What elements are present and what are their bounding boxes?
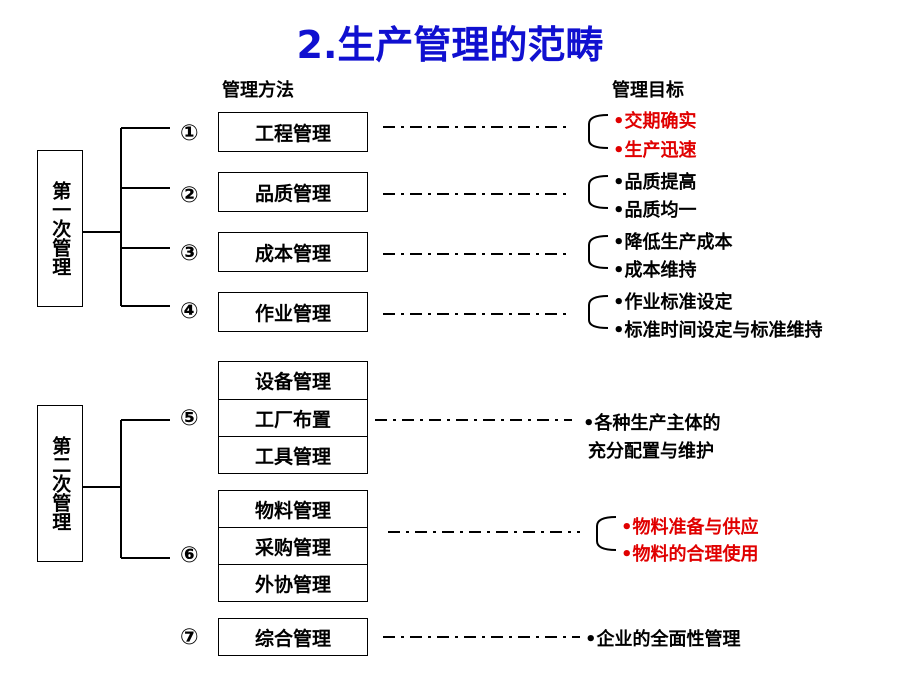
goal-3b: •成本维持 bbox=[613, 260, 697, 281]
goal-2a: •品质提高 bbox=[613, 172, 697, 193]
item-number-2: ② bbox=[180, 183, 199, 208]
item-number-1: ① bbox=[180, 121, 199, 146]
item-number-5: ⑤ bbox=[180, 406, 199, 431]
goal-5b: 充分配置与维护 bbox=[588, 441, 714, 462]
method-box-3: 成本管理 bbox=[218, 232, 368, 272]
item-number-6: ⑥ bbox=[180, 543, 199, 568]
page-title: 2.生产管理的范畴 bbox=[296, 23, 604, 67]
item-number-7: ⑦ bbox=[180, 625, 199, 650]
goal-5a: •各种生产主体的 bbox=[583, 413, 721, 434]
bracket-4 bbox=[588, 295, 609, 329]
goal-1a: •交期确实 bbox=[613, 111, 697, 132]
goal-6b: •物料的合理使用 bbox=[621, 544, 759, 565]
item-number-4: ④ bbox=[180, 299, 199, 324]
goal-4a: •作业标准设定 bbox=[613, 292, 733, 313]
method-box-1: 工程管理 bbox=[218, 112, 368, 152]
method-box-5b: 工厂布置 bbox=[218, 399, 368, 437]
goal-6a: •物料准备与供应 bbox=[621, 517, 759, 538]
bracket-6 bbox=[596, 516, 617, 551]
method-box-6a: 物料管理 bbox=[218, 490, 368, 528]
method-box-2: 品质管理 bbox=[218, 172, 368, 212]
method-box-5c: 工具管理 bbox=[218, 436, 368, 474]
bracket-1 bbox=[588, 114, 609, 149]
goal-header: 管理目标 bbox=[612, 80, 684, 101]
bracket-3 bbox=[588, 235, 609, 269]
method-box-4: 作业管理 bbox=[218, 292, 368, 332]
goal-1b: •生产迅速 bbox=[613, 140, 697, 161]
item-number-3: ③ bbox=[180, 241, 199, 266]
bracket-2 bbox=[588, 175, 609, 209]
goal-7: •企业的全面性管理 bbox=[585, 629, 741, 650]
first-phase-box: 第一次管理 bbox=[37, 150, 83, 307]
method-box-6b: 采购管理 bbox=[218, 527, 368, 565]
goal-3a: •降低生产成本 bbox=[613, 232, 733, 253]
second-phase-box: 第二次管理 bbox=[37, 405, 83, 562]
method-box-5a: 设备管理 bbox=[218, 361, 368, 400]
method-header: 管理方法 bbox=[222, 80, 294, 101]
method-box-7: 综合管理 bbox=[218, 618, 368, 656]
goal-4b: •标准时间设定与标准维持 bbox=[613, 320, 823, 341]
method-box-6c: 外协管理 bbox=[218, 564, 368, 602]
goal-2b: •品质均一 bbox=[613, 200, 697, 221]
